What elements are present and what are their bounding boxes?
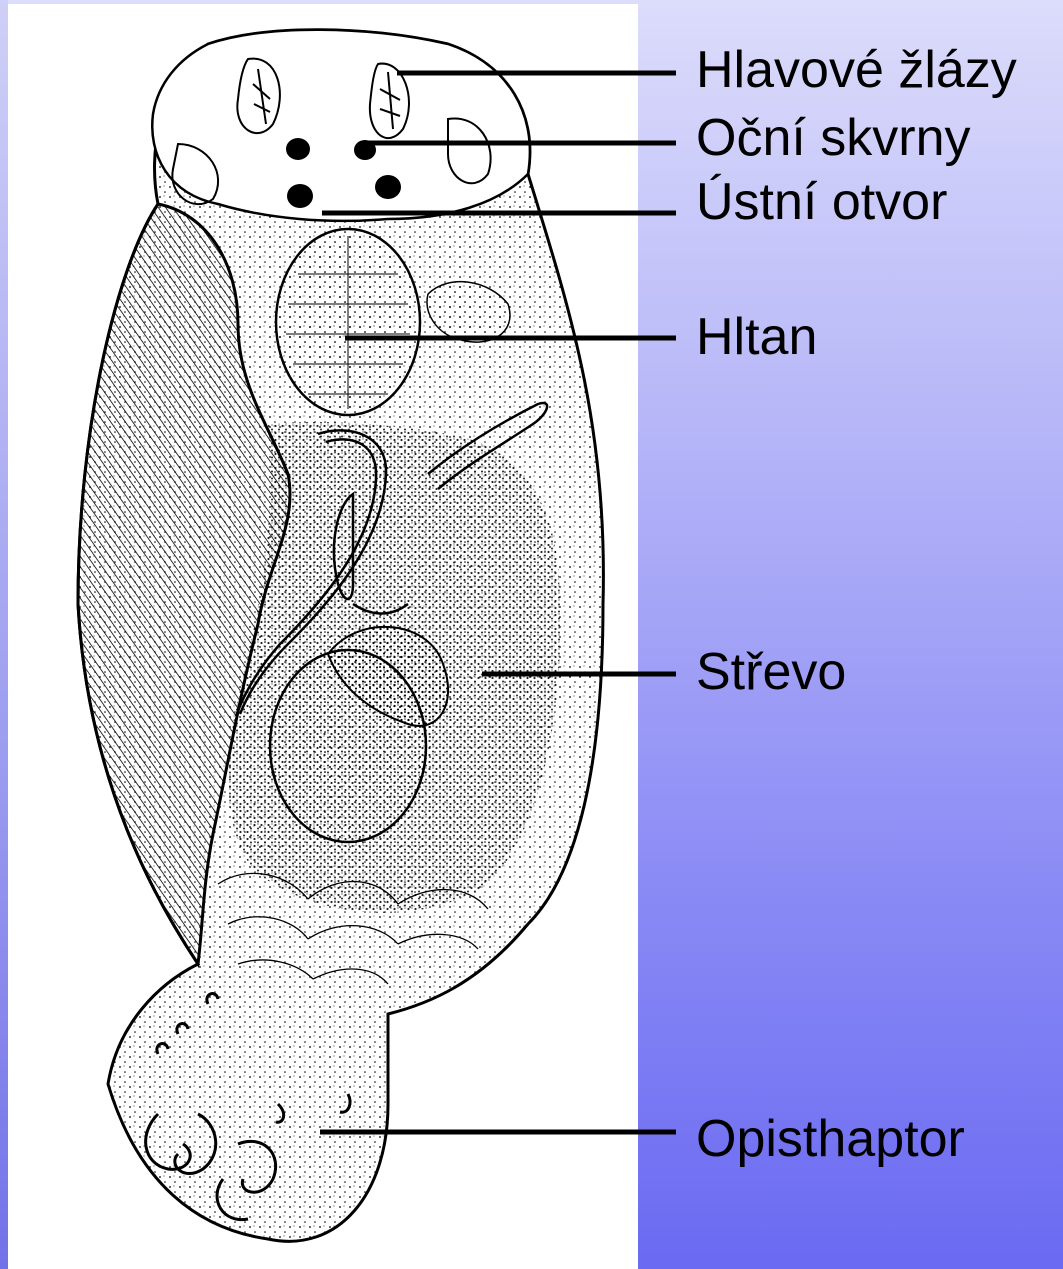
label-mouth: Ústní otvor: [696, 176, 947, 228]
label-pharynx: Hltan: [696, 311, 817, 363]
label-intestine: Střevo: [696, 646, 846, 698]
label-eye-spots: Oční skvrny: [696, 112, 971, 164]
label-head-glands: Hlavové žlázy: [696, 44, 1017, 96]
label-opisthaptor: Opisthaptor: [696, 1113, 965, 1165]
